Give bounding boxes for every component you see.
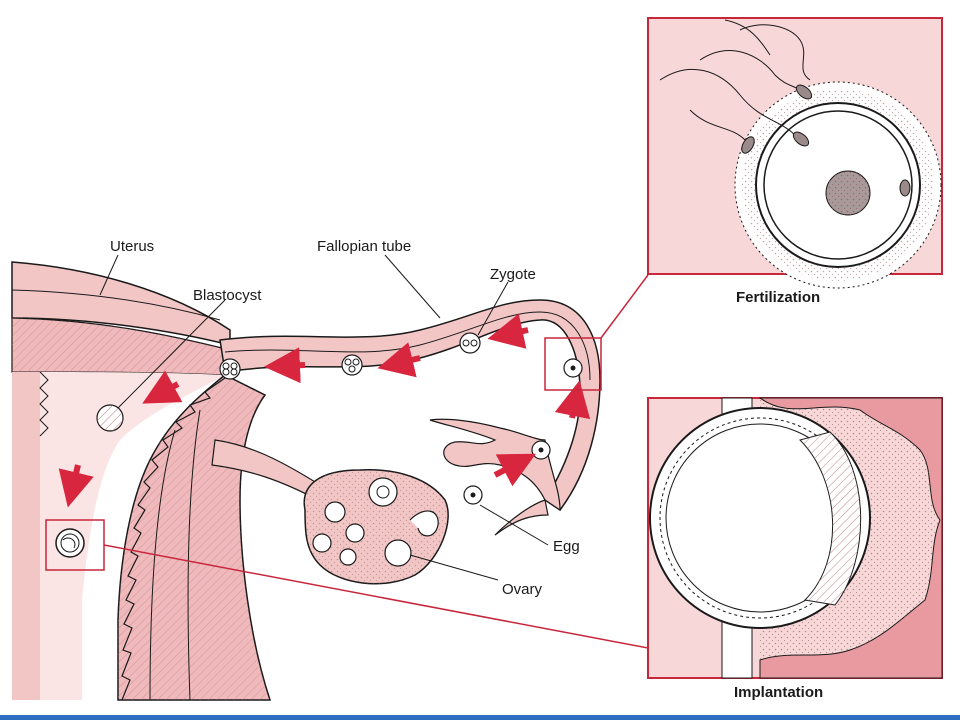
migration-arrows	[58, 313, 591, 508]
uterus-shape	[11, 261, 272, 701]
implantation-caption: Implantation	[734, 684, 823, 701]
ovary-label: Ovary	[502, 581, 543, 598]
fertilization-caption: Fertilization	[736, 289, 820, 306]
blastocyst-label: Blastocyst	[193, 287, 262, 304]
egg-label: Egg	[553, 538, 580, 555]
blastocyst-cell	[96, 404, 124, 432]
uterus-label: Uterus	[110, 238, 154, 255]
ovary-shape	[303, 469, 449, 585]
footer-bar	[0, 715, 960, 720]
fallopian-tube-label: Fallopian tube	[317, 238, 411, 255]
implantation-inset	[647, 397, 943, 679]
fertilization-inset	[647, 17, 943, 289]
implanting-blastocyst	[55, 528, 85, 558]
fallopian-tube-shape	[211, 299, 601, 536]
zygote-label: Zygote	[490, 266, 536, 283]
egg-cells	[463, 358, 583, 505]
label-leaders	[99, 254, 549, 581]
zygote-cells	[219, 332, 481, 380]
callout-connectors	[45, 274, 649, 649]
